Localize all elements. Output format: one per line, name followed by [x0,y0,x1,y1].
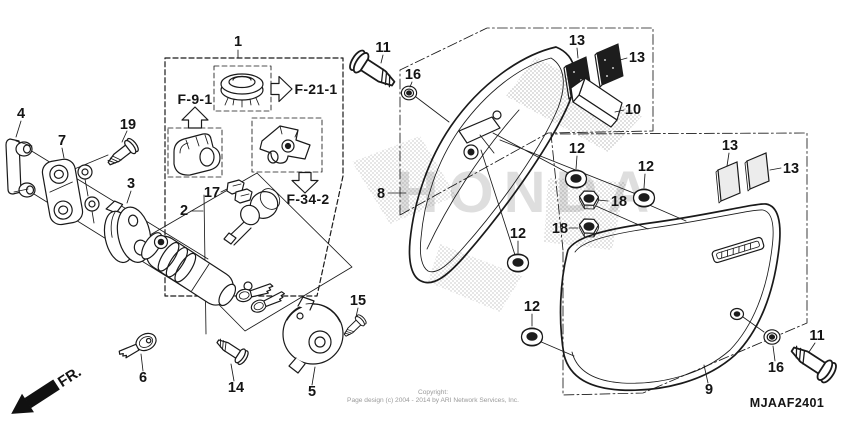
lock-cylinder-drawing [141,232,237,307]
fuel-cap-drawing [220,73,264,108]
grommet-12-drawing [632,188,656,208]
washer-16-drawing [400,85,418,101]
callout-13[interactable]: 13 [629,50,645,66]
ref-link-f-21-1[interactable]: F-21-1 [294,81,337,97]
callout-2[interactable]: 2 [180,203,188,219]
callout-11[interactable]: 11 [375,40,390,56]
grommet-12-drawing [564,169,588,189]
clamp-drawing [173,133,221,176]
callout-18[interactable]: 18 [552,221,568,237]
callout-10[interactable]: 10 [625,102,641,118]
callout-16[interactable]: 16 [768,360,784,376]
bolt-11-drawing [346,47,401,94]
switch-ear-hole [157,238,165,246]
callout-6[interactable]: 6 [139,370,147,386]
clip-17-drawing [226,179,253,204]
ref-arrow-down-icon [291,171,319,194]
copyright-line-1: Copyright: [418,389,448,396]
ref-link-f-34-2[interactable]: F-34-2 [286,191,329,207]
callout-12[interactable]: 12 [524,299,540,315]
callout-16[interactable]: 16 [405,67,421,83]
ref-arrow-right-icon [270,75,293,103]
ref-link-f-9-1[interactable]: F-9-1 [178,91,213,107]
connection-lines [415,96,765,357]
cover-mount-drawing [458,110,502,160]
diagram-code: MJAAF2401 [750,396,824,410]
grommet-12-drawing [520,327,544,347]
callout-12[interactable]: 12 [638,159,654,175]
bracket-4-drawing [5,138,36,198]
callout-1[interactable]: 1 [234,34,242,50]
right-side-cover-drawing [559,203,781,392]
strip-drawing [570,77,623,128]
washer-16-drawing [763,329,781,345]
callout-3[interactable]: 3 [127,176,135,192]
left-side-cover-drawing [408,46,576,284]
bolt-14-drawing [212,334,251,367]
honda-watermark: HONDA [397,160,660,225]
fr-label: FR. [55,363,85,390]
callout-5[interactable]: 5 [308,384,316,400]
callout-7[interactable]: 7 [58,133,66,149]
callout-18[interactable]: 18 [611,194,627,210]
callout-13[interactable]: 13 [783,161,799,177]
callout-9[interactable]: 9 [705,382,713,398]
switch-connector-drawing [223,188,281,246]
callout-19[interactable]: 19 [120,117,136,133]
fr-direction-arrow-icon: FR. [11,363,85,414]
callout-4[interactable]: 4 [17,106,25,122]
halftone-shading [352,57,642,312]
callout-17[interactable]: 17 [204,185,220,201]
spare-key-drawing [118,332,157,359]
bracket-ears-drawing [77,164,100,224]
pad-light-2 [744,152,770,192]
pad-light-1 [715,161,741,204]
contact-base-drawing [282,296,344,374]
grommet-12-drawing [506,253,530,273]
leader-lines [15,47,816,386]
callout-8[interactable]: 8 [377,186,385,202]
callout-14[interactable]: 14 [228,380,244,396]
callout-13[interactable]: 13 [569,33,585,49]
ref-arrow-up-icon [181,106,209,129]
copyright-line-2: Page design (c) 2004 - 2014 by ARI Netwo… [347,397,519,404]
callout-12[interactable]: 12 [510,226,526,242]
screw-15-drawing [340,312,369,341]
bracket-7-drawing [41,158,84,226]
callout-12[interactable]: 12 [569,141,585,157]
callout-labels: 1 2 3 4 5 6 7 8 9 10 11 11 12 12 12 12 1… [17,33,825,400]
callout-15[interactable]: 15 [350,293,366,309]
callout-11[interactable]: 11 [809,328,824,344]
bracket-drawing [259,125,311,164]
pad-dark-2 [594,43,624,88]
callout-13[interactable]: 13 [722,138,738,154]
